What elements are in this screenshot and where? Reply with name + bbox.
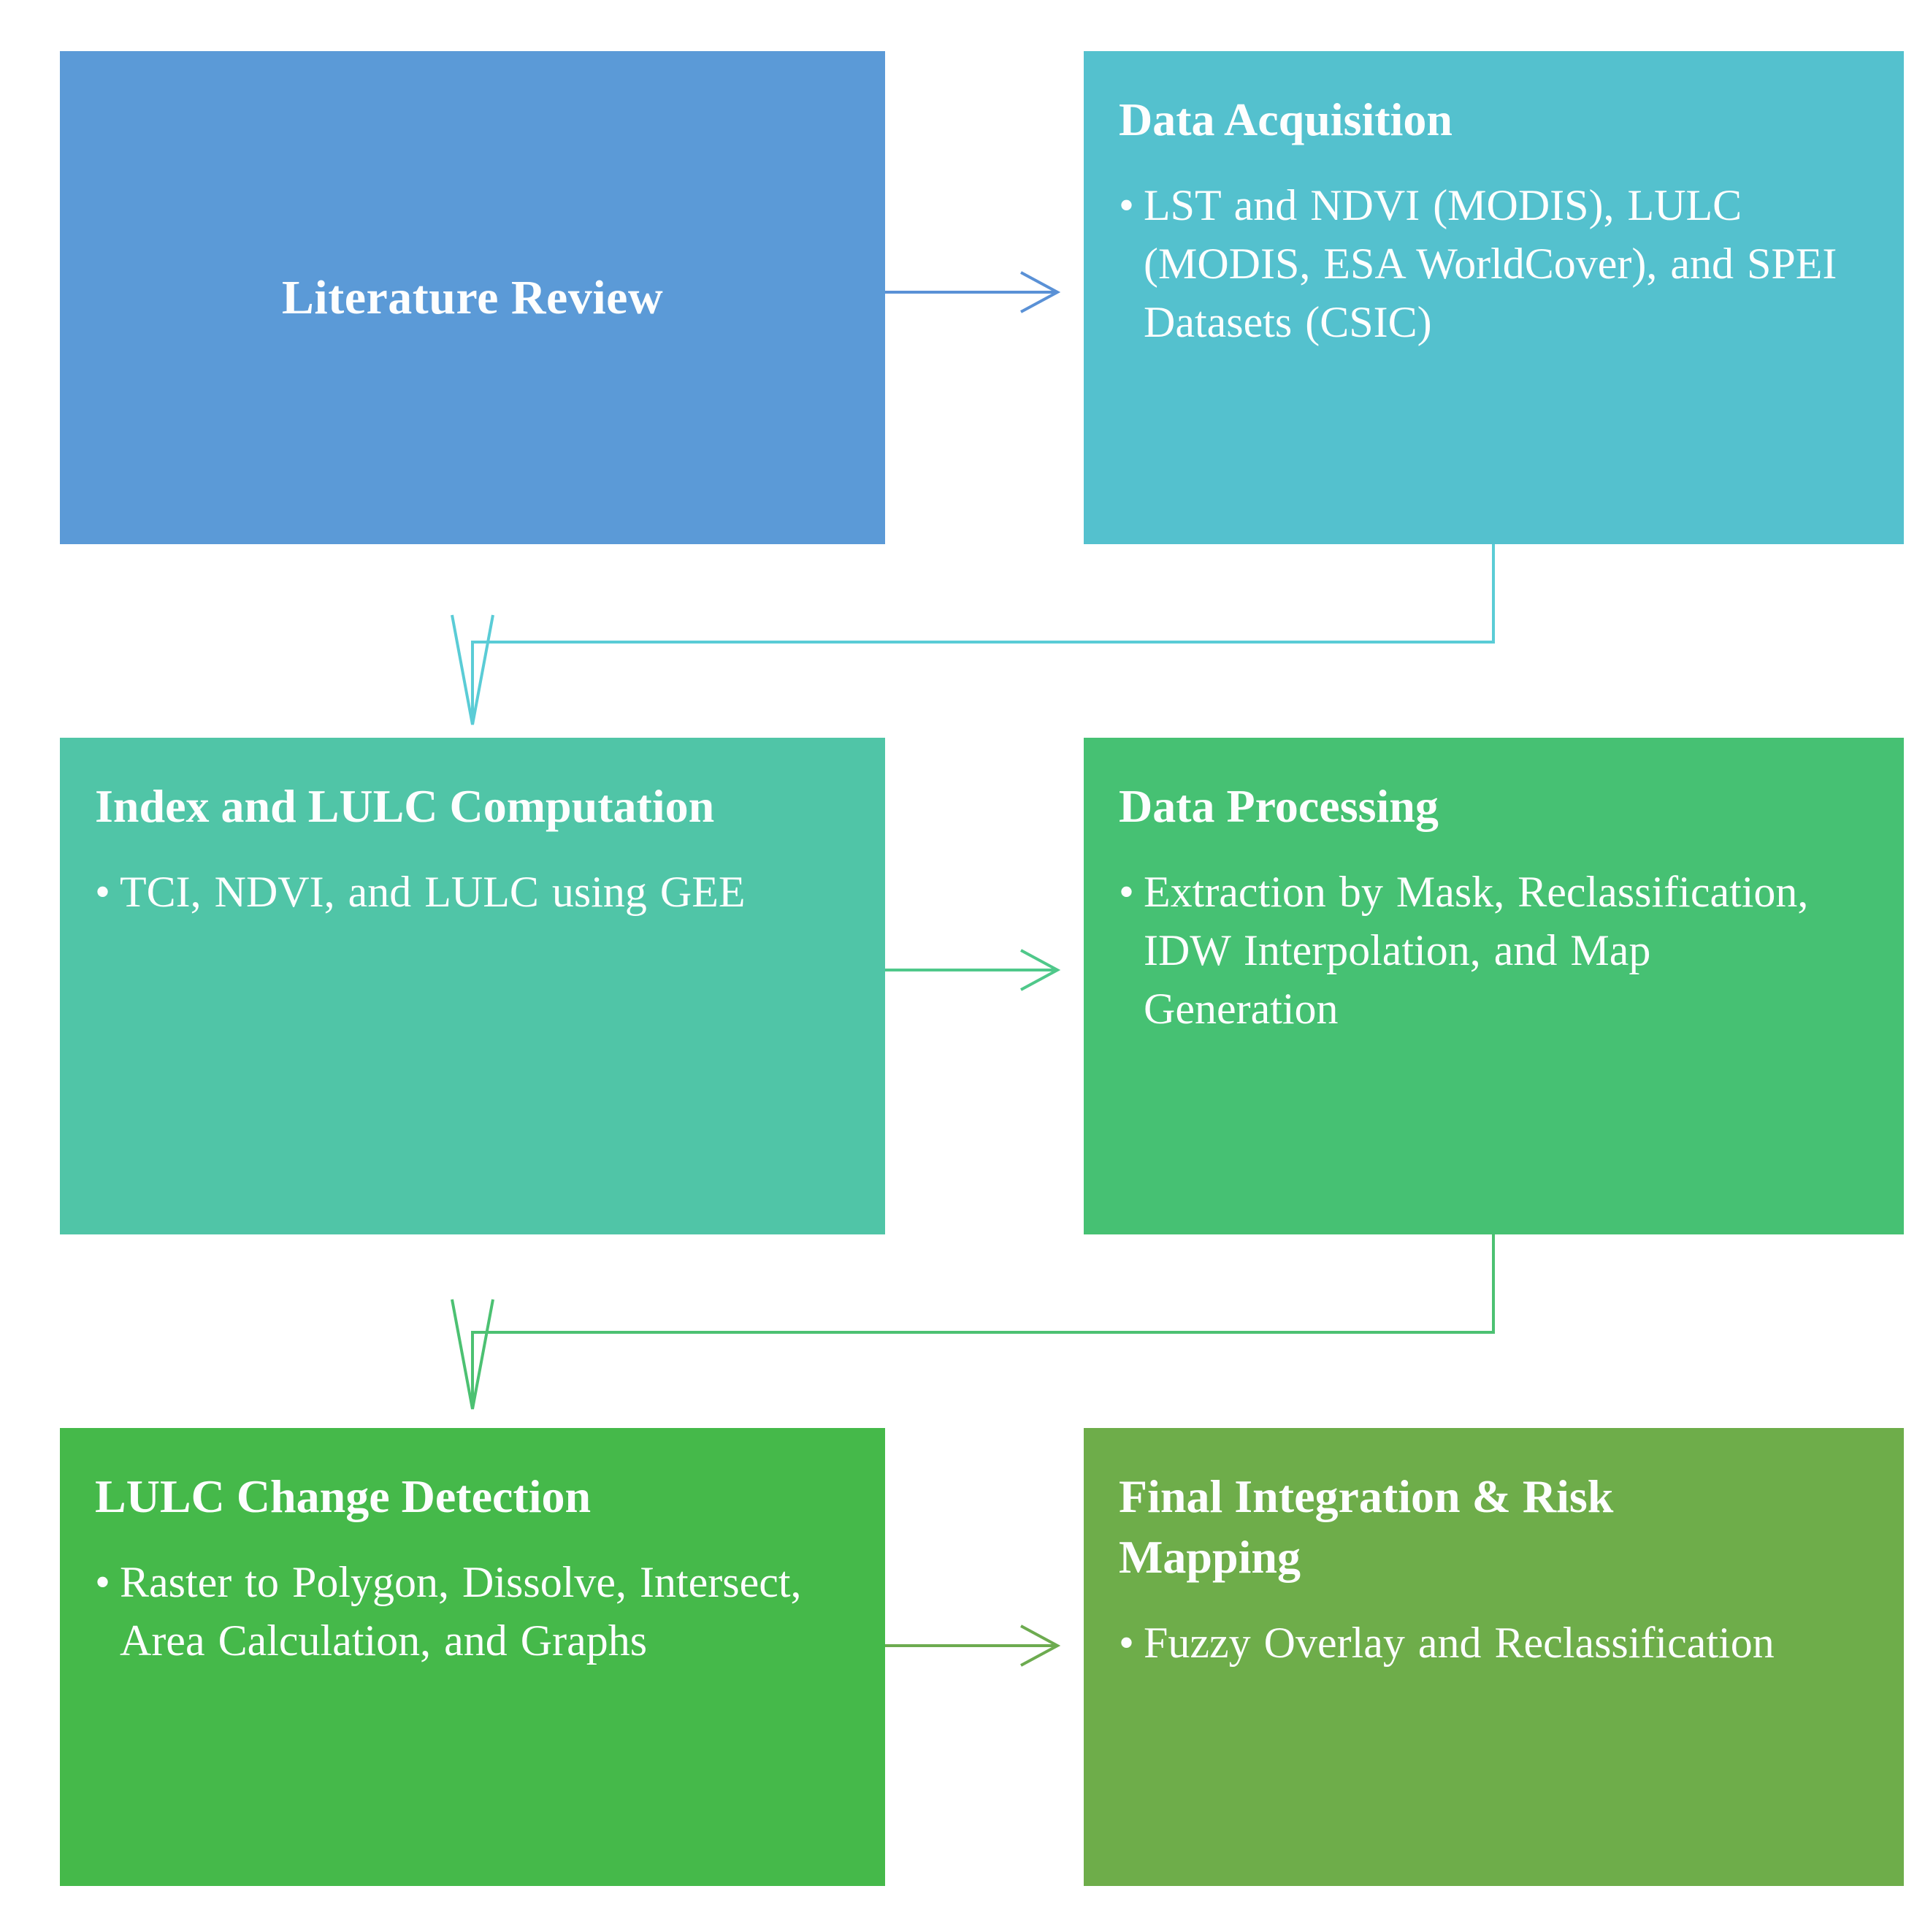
connector-arrow-right-1 (885, 271, 1061, 313)
flow-box-final-integration-and-risk-mapping: Final Integration & Risk Mapping • Fuzzy… (1084, 1428, 1904, 1886)
connector-elbow-down-2 (451, 1234, 1495, 1410)
connector-arrow-right-2 (885, 949, 1061, 991)
bullet-text: TCI, NDVI, and LULC using GEE (120, 868, 746, 917)
elbow-shaft (471, 544, 1495, 725)
arrowhead-down-icon (451, 1299, 494, 1410)
box-bullet: • Raster to Polygon, Dissolve, Intersect… (95, 1553, 818, 1670)
bullet-marker: • (1119, 868, 1135, 917)
flow-box-index-and-lulc-computation: Index and LULC Computation • TCI, NDVI, … (60, 738, 885, 1234)
box-title: Literature Review (281, 270, 664, 324)
bullet-text: LST and NDVI (MODIS), LULC (MODIS, ESA W… (1144, 181, 1837, 347)
elbow-shaft (471, 1234, 1495, 1409)
flow-box-literature-review: Literature Review (60, 51, 885, 544)
arrowhead-right-icon (1020, 1624, 1061, 1667)
flow-box-lulc-change-detection: LULC Change Detection • Raster to Polygo… (60, 1428, 885, 1886)
bullet-marker: • (1119, 181, 1135, 230)
box-title: Final Integration & Risk Mapping (1119, 1470, 1614, 1584)
box-title: Data Acquisition (1119, 93, 1453, 145)
box-title: Data Processing (1119, 780, 1439, 832)
flow-box-data-acquisition: Data Acquisition • LST and NDVI (MODIS),… (1084, 51, 1904, 544)
box-bullet: • LST and NDVI (MODIS), LULC (MODIS, ESA… (1119, 176, 1842, 351)
connector-elbow-down-1 (451, 544, 1495, 725)
bullet-text: Extraction by Mask, Reclassification, ID… (1144, 868, 1809, 1034)
box-bullet: • TCI, NDVI, and LULC using GEE (95, 863, 818, 921)
box-bullet: • Extraction by Mask, Reclassification, … (1119, 863, 1842, 1038)
arrowhead-down-icon (451, 614, 494, 725)
bullet-text: Fuzzy Overlay and Reclassification (1144, 1619, 1775, 1668)
box-title: Index and LULC Computation (95, 780, 715, 832)
bullet-text: Raster to Polygon, Dissolve, Intersect, … (120, 1558, 802, 1665)
bullet-marker: • (95, 1558, 111, 1607)
flow-box-data-processing: Data Processing • Extraction by Mask, Re… (1084, 738, 1904, 1234)
arrowhead-right-icon (1020, 271, 1061, 313)
bullet-marker: • (1119, 1619, 1135, 1668)
box-bullet: • Fuzzy Overlay and Reclassification (1119, 1614, 1842, 1672)
bullet-marker: • (95, 868, 111, 917)
arrowhead-right-icon (1020, 949, 1061, 991)
connector-arrow-right-3 (885, 1624, 1061, 1667)
box-title: LULC Change Detection (95, 1470, 592, 1522)
